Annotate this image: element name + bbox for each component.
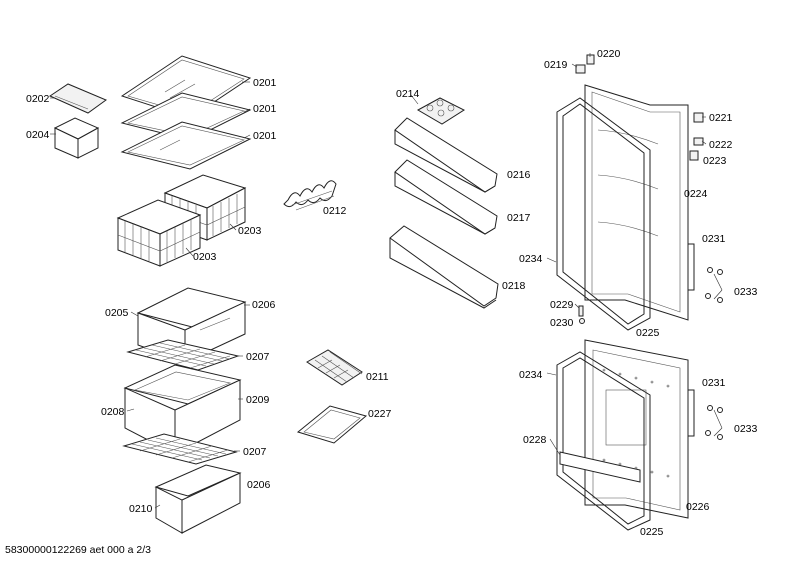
label-0214: 0214 [396,88,420,100]
fridge-door [584,84,689,321]
door-gasket-upper [556,97,651,331]
label-0205: 0205 [105,307,129,319]
door-shelf-0217 [394,159,498,235]
label-0233-lower: 0233 [734,423,758,435]
hinge-parts [575,54,704,324]
part-labels: 0201 0201 0201 0202 0204 0203 0203 0212 … [26,48,758,538]
door-shelf-0216 [394,117,498,193]
label-0201-mid: 0201 [253,103,277,115]
label-0202: 0202 [26,93,50,105]
label-0219: 0219 [544,59,568,71]
label-0210: 0210 [129,503,153,515]
door-gasket-lower [556,351,651,531]
leader-lines [50,53,723,509]
label-0225-upper: 0225 [636,327,660,339]
label-0207-lower: 0207 [243,446,267,458]
label-0218: 0218 [502,280,526,292]
label-0224: 0224 [684,188,708,200]
label-0228: 0228 [523,434,547,446]
label-0231-lower: 0231 [702,377,726,389]
label-0231-upper: 0231 [702,233,726,245]
label-0216: 0216 [507,169,531,181]
label-0208: 0208 [101,406,125,418]
label-0229: 0229 [550,299,574,311]
label-0233-upper: 0233 [734,286,758,298]
label-0221: 0221 [709,112,733,124]
label-0206-bottom: 0206 [247,479,271,491]
label-0234-upper: 0234 [519,253,543,265]
label-0220: 0220 [597,48,621,60]
door-handle-lower [687,389,723,440]
label-0201-bottom: 0201 [253,130,277,142]
label-0225-lower: 0225 [640,526,664,538]
label-0211: 0211 [366,371,389,383]
ice-tray-0227 [296,405,368,444]
butter-box [53,117,100,159]
label-0206-top: 0206 [252,299,276,311]
label-0223: 0223 [703,155,727,167]
label-0201-top: 0201 [253,77,277,89]
freezer-flap [559,451,641,483]
butter-lid [48,83,108,114]
label-0227: 0227 [368,408,392,420]
label-0209: 0209 [246,394,270,406]
glass-shelf-bottom [120,121,252,170]
door-shelf-0218 [389,225,499,309]
egg-rack [283,180,337,211]
egg-tray [416,97,466,125]
freezer-door [584,339,689,519]
label-0230: 0230 [550,317,574,329]
wire-basket-left [116,199,202,267]
label-0217: 0217 [507,212,531,224]
label-0207-upper: 0207 [246,351,270,363]
wire-shelf-lower [122,433,238,465]
label-0222: 0222 [709,139,733,151]
freezer-drawer-bottom [154,464,242,534]
label-0203-right: 0203 [238,225,262,237]
ice-cube-tray [306,349,363,386]
label-0226: 0226 [686,501,710,513]
label-0212: 0212 [323,205,347,217]
door-handle-upper [687,243,723,303]
label-0204: 0204 [26,129,50,141]
label-0234-lower: 0234 [519,369,543,381]
label-0203-left: 0203 [193,251,217,263]
document-footer: 58300000122269 aet 000 a 2/3 [5,544,151,556]
